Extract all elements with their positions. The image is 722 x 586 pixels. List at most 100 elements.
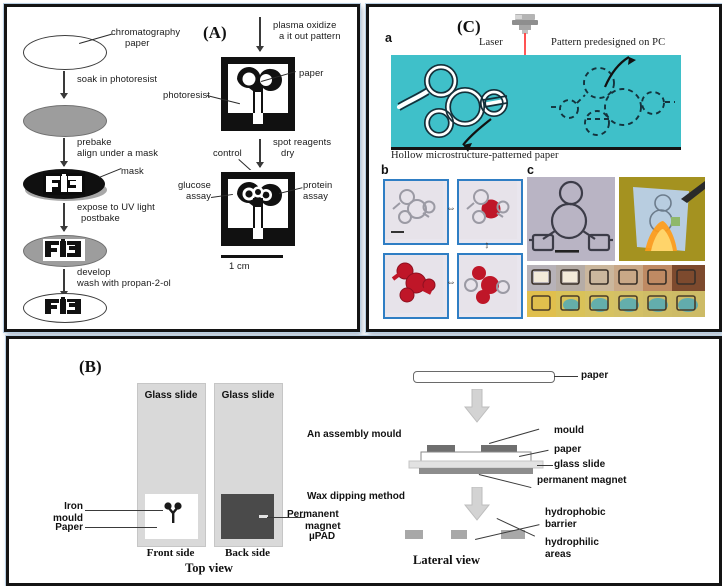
label-chromatography-paper: chromatography paper [111, 26, 195, 48]
caption-top-view: Top view [185, 561, 233, 575]
label-hydrophilic: hydrophilic areas [545, 537, 599, 561]
label-protein-line2: assay [303, 190, 328, 201]
label-paper: paper [299, 67, 324, 78]
leader-iron-mould [85, 510, 163, 511]
label-permanent-magnet: Permanent magnet [287, 509, 357, 533]
arrow-to-hollow-label [451, 115, 497, 160]
developed-chip-glyph [43, 297, 85, 318]
leader-lateral-paper [554, 376, 578, 377]
label-hollow-microstructure: Hollow microstructure-patterned paper [391, 150, 559, 161]
label-plasma-oxidize: plasma oxidize a it out pattern [273, 19, 355, 41]
panel-a: (A) chromatography paper soak in photore… [4, 4, 360, 332]
arrow-uv [60, 203, 67, 232]
label-glucose-assay: glucose assay [153, 179, 211, 201]
label-uv-line1: expose to UV light [77, 201, 155, 212]
arrow-prebake [60, 138, 67, 167]
leader-permanent-magnet [267, 517, 305, 518]
label-iron-mould-line2: mould [53, 513, 83, 524]
equilibrium-arrow-3: ⇔ [481, 240, 493, 251]
panel-c-sub-b-letter: b [381, 163, 389, 177]
photo-b-3 [383, 253, 449, 319]
label-develop-line2: wash with propan-2-ol [77, 277, 171, 288]
panel-c-sub-a-letter: a [385, 31, 392, 45]
panel-b-letter: (B) [79, 357, 102, 376]
label-permanent-magnet-line1: Permanent [287, 509, 339, 520]
label-plasma-line1: plasma oxidize [273, 19, 337, 30]
label-hydrophobic-line2: barrier [545, 519, 577, 530]
photo-b-2 [457, 179, 523, 245]
photo-c-strip-top [527, 265, 705, 291]
arrow-to-pattern-label [597, 49, 645, 94]
label-glass-slide-front: Glass slide [144, 390, 198, 401]
leader-mask [99, 168, 122, 178]
label-control: control [213, 147, 242, 158]
label-lateral-paper: paper [581, 370, 609, 381]
chromatography-paper-ellipse [23, 35, 107, 70]
mask-chip-glyph [43, 173, 85, 195]
device-photoresist-pattern [219, 55, 297, 133]
label-permanent-magnet-line2: magnet [305, 521, 341, 532]
lateral-paper-bar [413, 371, 555, 383]
label-mould: mould [554, 425, 584, 436]
label-protein-line1: protein [303, 179, 333, 190]
label-prebake: prebake align under a mask [77, 136, 205, 158]
iron-mould-glyph [164, 502, 182, 529]
panel-c: (C) a Laser Pattern predesigned on PC [366, 4, 722, 332]
scale-bar [221, 255, 283, 258]
label-laser: Laser [479, 37, 503, 48]
magnet-marker [259, 515, 268, 518]
label-photoresist: photoresist [163, 89, 210, 100]
photo-c-pattern [527, 177, 615, 261]
photoresist-soaked-ellipse [23, 105, 107, 137]
label-chromatography-line2: paper [125, 37, 150, 48]
photo-c-burning [619, 177, 705, 261]
label-spot-reagents: spot reagents dry [273, 136, 355, 158]
panel-a-letter: (A) [203, 23, 227, 42]
label-chromatography-line1: chromatography [111, 26, 181, 37]
label-uv-expose: expose to UV light postbake [77, 201, 205, 223]
label-soak-photoresist: soak in photoresist [77, 73, 158, 84]
arrow-plasma [256, 17, 263, 52]
label-iron-mould: Iron mould [41, 501, 83, 525]
label-glucose-line2: assay [186, 190, 211, 201]
label-wax-dipping: Wax dipping method [307, 491, 405, 502]
hollow-pattern-graphic [395, 57, 521, 145]
label-hydrophobic-line1: hydrophobic [545, 507, 606, 518]
label-pattern-predesigned: Pattern predesigned on PC [551, 37, 666, 48]
laser-head-icon [510, 13, 540, 40]
label-back-side: Back side [225, 547, 270, 559]
label-mask: mask [121, 165, 144, 176]
label-hydrophilic-line2: areas [545, 549, 572, 560]
label-paper-front: Paper [55, 522, 83, 533]
label-glass-slide-back: Glass slide [221, 390, 275, 401]
equilibrium-arrow-1: ⇔ [446, 203, 456, 214]
label-permanent-magnet-lateral: permanent magnet [537, 475, 627, 486]
exposed-chip-glyph [43, 239, 85, 261]
label-assembly-mould: An assembly mould [307, 429, 402, 440]
label-develop-line1: develop [77, 266, 111, 277]
label-spot-line2: dry [281, 147, 295, 158]
label-spot-line1: spot reagents [273, 136, 332, 147]
fat-arrow-1 [463, 388, 491, 428]
label-hydrophilic-line1: hydrophilic [545, 537, 599, 548]
label-glass-slide-lateral: glass slide [554, 459, 606, 470]
panel-b: (B) Glass slide Iron mould Paper Front s [6, 336, 722, 586]
panel-c-sub-c-letter: c [527, 163, 534, 177]
photo-b-1 [383, 179, 449, 245]
label-upad: µPAD [309, 531, 336, 542]
equilibrium-arrow-2: ⇔ [446, 277, 456, 288]
paper-front [145, 494, 198, 539]
assembly-stack-graphic [403, 437, 563, 482]
device-assay-pattern [219, 170, 297, 248]
caption-lateral-view: Lateral view [413, 553, 480, 567]
leader-glass-slide [537, 465, 553, 466]
label-prebake-line1: prebake [77, 136, 112, 147]
label-front-side: Front side [146, 547, 195, 559]
arrow-spot-reagents [256, 139, 263, 168]
label-hydrophobic: hydrophobic barrier [545, 507, 606, 531]
label-prebake-line2: align under a mask [77, 147, 159, 158]
cyan-substrate-field [391, 55, 681, 147]
label-protein-assay: protein assay [303, 179, 353, 201]
fat-arrow-2 [463, 486, 491, 526]
